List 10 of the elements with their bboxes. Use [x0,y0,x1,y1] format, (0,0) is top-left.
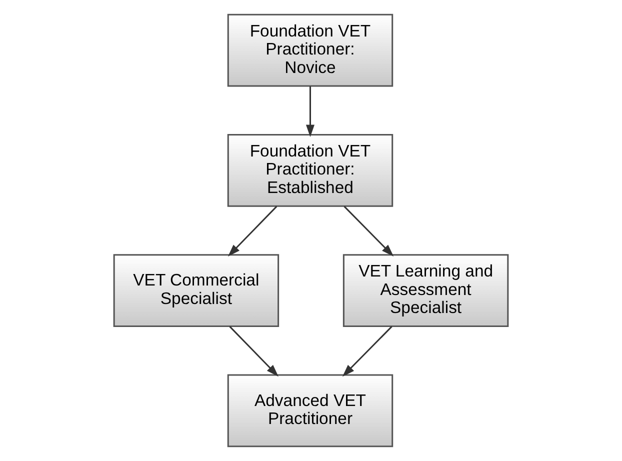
arrow [229,326,278,377]
node-box: Foundation VET Practitioner: Novice [227,14,394,87]
node-box: VET Learning and Assessment Specialist [342,254,509,328]
node-box: Foundation VET Practitioner: Established [227,134,394,207]
arrow [306,86,314,137]
node-box: Advanced VET Practitioner [227,374,394,448]
arrow [344,206,394,256]
arrow [342,326,392,377]
node-box: VET Commercial Specialist [113,254,280,328]
arrow [228,206,278,256]
